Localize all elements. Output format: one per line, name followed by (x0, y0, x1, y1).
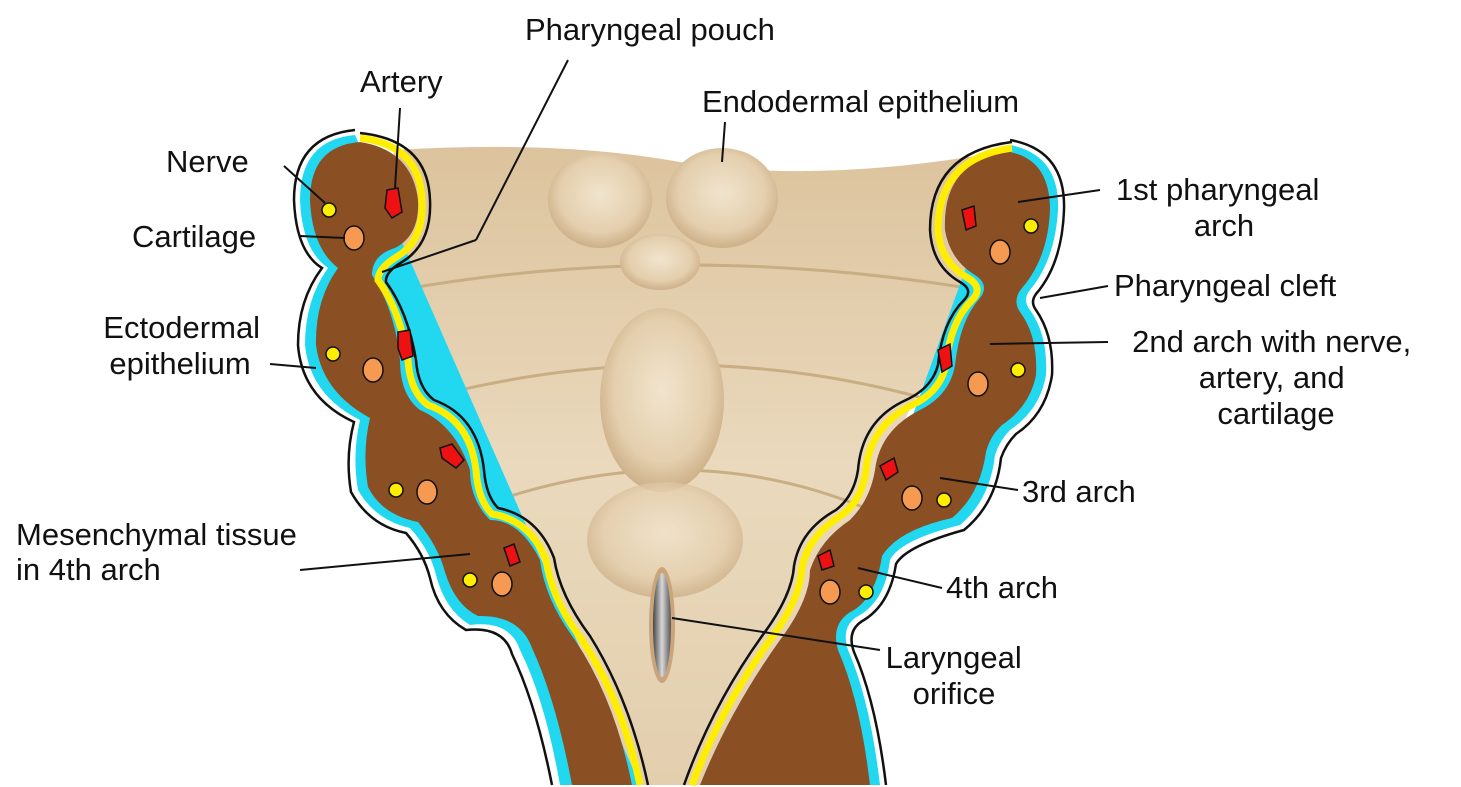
leader-pharyngeal-cleft (1040, 286, 1108, 298)
label-pharyngeal-pouch: Pharyngeal pouch (525, 12, 775, 47)
cartilage-icon (902, 486, 922, 510)
cartilage-icon (344, 226, 364, 250)
laryngeal-orifice (653, 573, 671, 677)
cartilage-icon (492, 572, 512, 596)
nerve-icon (322, 203, 336, 217)
label-ectodermal-epithelium: Ectodermal epithelium (103, 310, 268, 381)
cartilage-icon (820, 580, 840, 604)
label-mesenchymal-tissue: Mesenchymal tissue in 4th arch (16, 517, 305, 587)
label-fourth-arch: 4th arch (946, 570, 1058, 605)
label-first-arch-line-1: 1st pharyngeal (1116, 172, 1319, 207)
label-laryngeal-line-2: orifice (913, 676, 996, 711)
label-second-arch-line-2: artery, and (1199, 360, 1345, 395)
cartilage-icon (417, 480, 437, 504)
label-artery: Artery (360, 64, 443, 99)
label-mesenchymal-line-2: in 4th arch (16, 552, 161, 587)
label-ectodermal-line-1: Ectodermal (103, 310, 260, 345)
label-laryngeal-line-1: Laryngeal (886, 640, 1022, 675)
cartilage-icon (363, 358, 383, 382)
tongue-swelling-right (666, 148, 778, 248)
nerve-icon (1024, 219, 1038, 233)
label-pharyngeal-cleft: Pharyngeal cleft (1114, 268, 1337, 303)
label-nerve: Nerve (166, 144, 249, 179)
label-first-arch: 1st pharyngeal arch (1116, 172, 1328, 243)
label-second-arch: 2nd arch with nerve, artery, and cartila… (1132, 324, 1420, 431)
nerve-icon (326, 347, 340, 361)
nerve-icon (463, 573, 477, 587)
label-endodermal-epithelium: Endodermal epithelium (702, 84, 1019, 119)
tongue-swelling-mid (620, 234, 700, 290)
nerve-icon (859, 585, 873, 599)
hypobranchial-eminence (600, 308, 724, 492)
label-ectodermal-line-2: epithelium (109, 346, 250, 381)
nerve-icon (1011, 363, 1025, 377)
label-third-arch: 3rd arch (1022, 474, 1136, 509)
nerve-icon (937, 493, 951, 507)
label-mesenchymal-line-1: Mesenchymal tissue (16, 517, 297, 552)
label-cartilage: Cartilage (132, 219, 256, 254)
label-laryngeal-orifice: Laryngeal orifice (886, 640, 1031, 711)
tongue-swelling-left (548, 152, 652, 248)
nerve-icon (389, 483, 403, 497)
cartilage-icon (990, 240, 1010, 264)
artery-icon (398, 330, 413, 360)
label-second-arch-line-1: 2nd arch with nerve, (1132, 324, 1411, 359)
label-first-arch-line-2: arch (1194, 208, 1254, 243)
label-second-arch-line-3: cartilage (1217, 396, 1334, 431)
cartilage-icon (968, 372, 988, 396)
